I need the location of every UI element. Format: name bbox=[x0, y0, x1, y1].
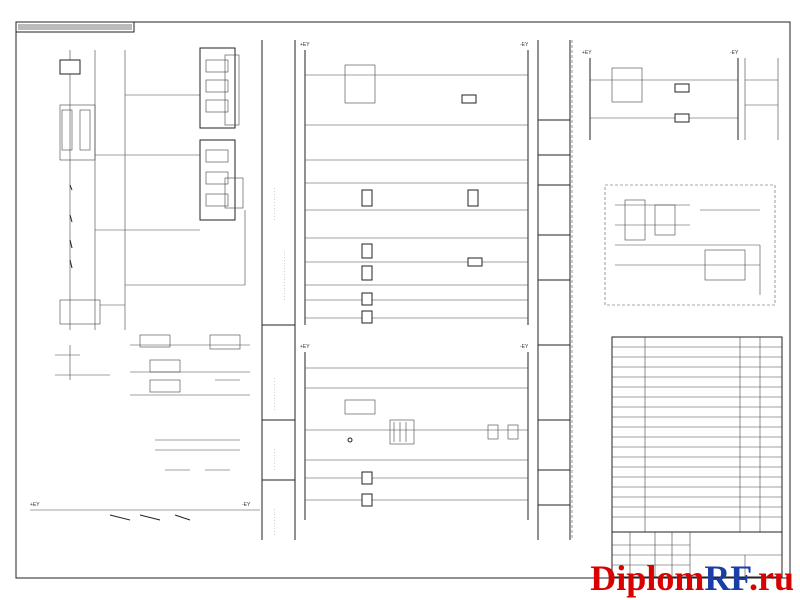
center-ladder: +EY -EY +EY -EY bbox=[300, 42, 529, 520]
watermark-part1: Diplom bbox=[590, 558, 705, 598]
watermark-part2: RF bbox=[704, 558, 749, 598]
left-label-column: . . . . . . . . . . . . . . . . . . . . … bbox=[261, 40, 296, 540]
svg-text:-EY: -EY bbox=[520, 344, 529, 350]
sheet-frame bbox=[15, 21, 791, 579]
svg-text:. . . . . . . . . .: . . . . . . . . . . bbox=[271, 509, 277, 535]
svg-text:+EY: +EY bbox=[300, 344, 310, 350]
center-label-column bbox=[537, 40, 573, 540]
spec-table bbox=[611, 336, 783, 533]
svg-text:+EY: +EY bbox=[582, 50, 592, 56]
svg-text:-EY: -EY bbox=[730, 50, 739, 56]
svg-text:. . . . . . . . . . . .: . . . . . . . . . . . . bbox=[271, 378, 277, 410]
transformer-schematic bbox=[604, 184, 776, 306]
svg-text:. . . . . . . . . . . . . . .: . . . . . . . . . . . . . . . . . . bbox=[281, 251, 287, 300]
left-section: +EY -EY bbox=[30, 47, 260, 521]
svg-text:. . . . . . . .: . . . . . . . . bbox=[271, 449, 277, 470]
diplomrf-watermark: DiplomRF.ru bbox=[590, 560, 794, 596]
svg-text:-EY: -EY bbox=[520, 42, 529, 48]
title-tab-stripe bbox=[18, 24, 132, 30]
title-block bbox=[611, 531, 783, 578]
svg-text:. . . . . . . . . . . .: . . . . . . . . . . . . bbox=[271, 188, 277, 220]
svg-text:+EY: +EY bbox=[300, 42, 310, 48]
right-top-circuit: +EY -EY bbox=[582, 50, 779, 140]
svg-text:-EY: -EY bbox=[242, 502, 251, 508]
svg-text:+EY: +EY bbox=[30, 502, 40, 508]
sheet-title-tab bbox=[15, 21, 135, 33]
watermark-part3: .ru bbox=[749, 558, 794, 598]
